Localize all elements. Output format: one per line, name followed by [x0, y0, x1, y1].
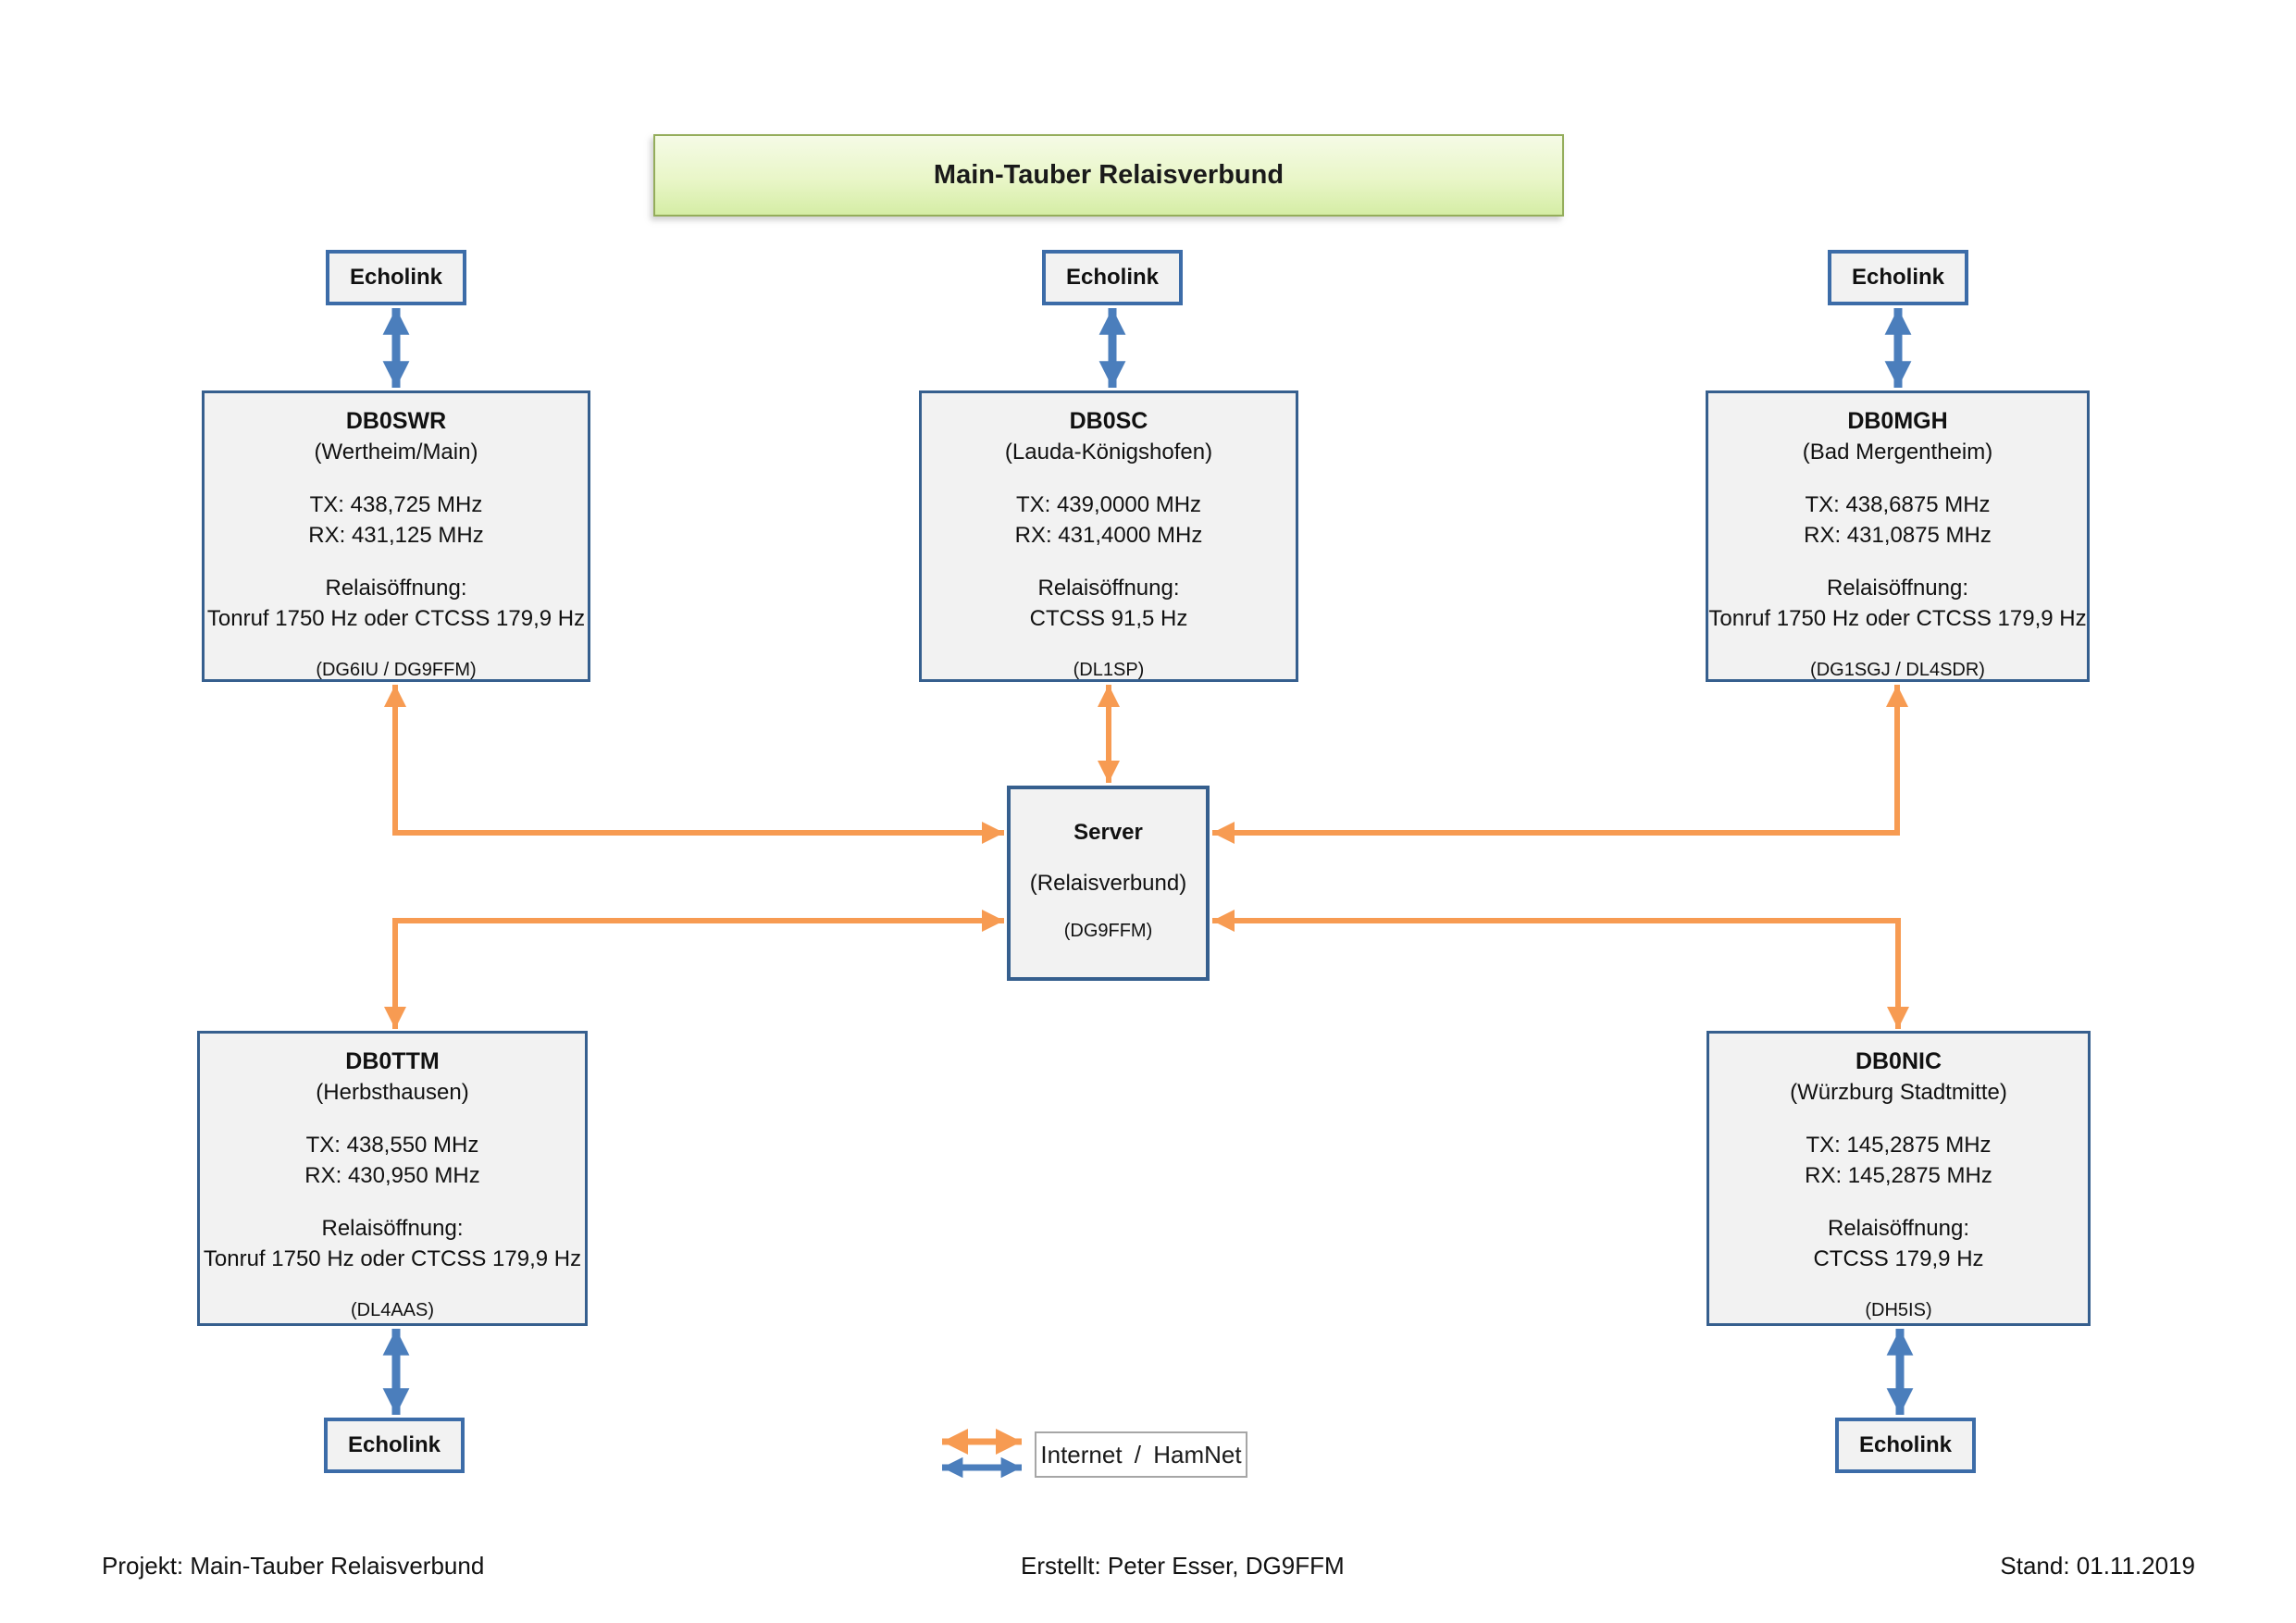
footer-project: Projekt: Main-Tauber Relaisverbund — [102, 1552, 485, 1580]
server-subtitle: (Relaisverbund) — [1029, 871, 1187, 896]
connector-db0ttm-server — [384, 910, 1004, 1029]
node-opening-title: Relaisöffnung: — [325, 576, 467, 601]
node-opening-title: Relaisöffnung: — [321, 1216, 464, 1241]
connector-db0nic-server — [1212, 910, 1909, 1029]
node-box-db0swr: DB0SWR (Wertheim/Main) TX: 438,725 MHz R… — [202, 390, 590, 682]
node-rx-frequency: RX: 145,2875 MHz — [1805, 1163, 1992, 1188]
server-operator: (DG9FFM) — [1063, 921, 1153, 941]
node-name: DB0TTM — [345, 1048, 440, 1074]
node-opening-title: Relaisöffnung: — [1037, 576, 1180, 601]
node-box-db0ttm: DB0TTM (Herbsthausen) TX: 438,550 MHz RX… — [197, 1031, 588, 1326]
echolink-label: Echolink — [1065, 265, 1160, 290]
node-name: DB0NIC — [1855, 1048, 1942, 1074]
server-name: Server — [1074, 820, 1143, 845]
node-operators: (DG1SGJ / DL4SDR) — [1810, 660, 1985, 680]
server-box: Server (Relaisverbund) (DG9FFM) — [1007, 786, 1210, 981]
node-box-db0mgh: DB0MGH (Bad Mergentheim) TX: 438,6875 MH… — [1706, 390, 2090, 682]
node-location: (Wertheim/Main) — [314, 440, 478, 465]
echolink-label: Echolink — [349, 265, 443, 290]
footer-date: Stand: 01.11.2019 — [2000, 1552, 2195, 1580]
node-location: (Würzburg Stadtmitte) — [1790, 1080, 2007, 1105]
echolink-label: Echolink — [347, 1432, 441, 1457]
echolink-box-db0sc: Echolink — [1042, 250, 1183, 305]
echolink-label: Echolink — [1858, 1432, 1953, 1457]
node-tx-frequency: TX: 438,725 MHz — [309, 492, 483, 517]
node-rx-frequency: RX: 431,125 MHz — [308, 523, 484, 548]
node-opening-title: Relaisöffnung: — [1827, 576, 1968, 601]
node-opening: CTCSS 91,5 Hz — [1029, 606, 1188, 631]
node-location: (Herbsthausen) — [316, 1080, 469, 1105]
legend-label: Internet / HamNet — [1040, 1440, 1242, 1468]
node-rx-frequency: RX: 431,0875 MHz — [1804, 523, 1992, 548]
node-box-db0sc: DB0SC (Lauda-Königshofen) TX: 439,0000 M… — [919, 390, 1298, 682]
node-location: (Bad Mergentheim) — [1802, 440, 1993, 465]
node-tx-frequency: TX: 438,550 MHz — [305, 1133, 479, 1158]
connector-db0swr-server — [384, 685, 1004, 844]
node-opening: Tonruf 1750 Hz oder CTCSS 179,9 Hz — [206, 606, 586, 631]
diagram-title: Main-Tauber Relaisverbund — [933, 160, 1285, 190]
node-operators: (DL4AAS) — [350, 1300, 435, 1320]
legend-label-box: Internet / HamNet — [1035, 1431, 1247, 1478]
node-operators: (DH5IS) — [1865, 1300, 1932, 1320]
node-name: DB0MGH — [1847, 408, 1948, 434]
node-rx-frequency: RX: 430,950 MHz — [304, 1163, 480, 1188]
node-box-db0nic: DB0NIC (Würzburg Stadtmitte) TX: 145,287… — [1706, 1031, 2091, 1326]
echolink-box-db0swr: Echolink — [326, 250, 466, 305]
node-opening: CTCSS 179,9 Hz — [1813, 1246, 1984, 1271]
echolink-box-db0ttm: Echolink — [324, 1418, 465, 1473]
echolink-box-db0nic: Echolink — [1835, 1418, 1976, 1473]
node-name: DB0SWR — [345, 408, 447, 434]
footer-author: Erstellt: Peter Esser, DG9FFM — [1021, 1552, 1345, 1580]
node-tx-frequency: TX: 438,6875 MHz — [1805, 492, 1991, 517]
node-opening-title: Relaisöffnung: — [1828, 1216, 1969, 1241]
echolink-box-db0mgh: Echolink — [1828, 250, 1968, 305]
node-location: (Lauda-Königshofen) — [1004, 440, 1213, 465]
node-name: DB0SC — [1069, 408, 1148, 434]
node-operators: (DG6IU / DG9FFM) — [316, 660, 477, 680]
node-rx-frequency: RX: 431,4000 MHz — [1014, 523, 1203, 548]
node-operators: (DL1SP) — [1073, 660, 1145, 680]
connector-db0mgh-server — [1212, 685, 1908, 844]
node-tx-frequency: TX: 439,0000 MHz — [1015, 492, 1202, 517]
echolink-label: Echolink — [1851, 265, 1945, 290]
node-tx-frequency: TX: 145,2875 MHz — [1806, 1133, 1992, 1158]
node-opening: Tonruf 1750 Hz oder CTCSS 179,9 Hz — [203, 1246, 582, 1271]
diagram-title-box: Main-Tauber Relaisverbund — [653, 134, 1564, 217]
node-opening: Tonruf 1750 Hz oder CTCSS 179,9 Hz — [1708, 606, 2087, 631]
